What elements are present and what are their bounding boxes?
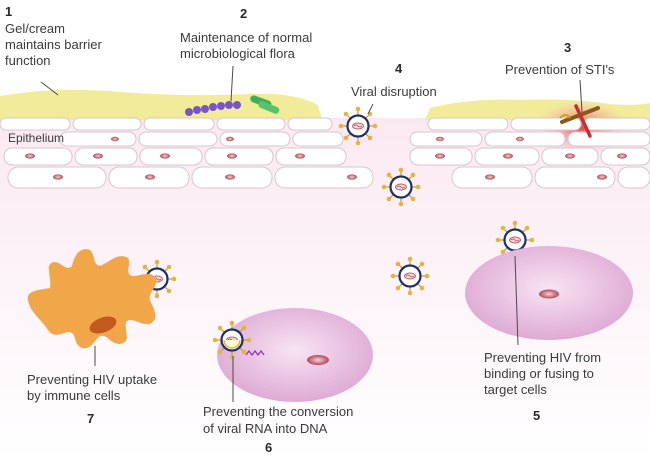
svg-text:1: 1 [5, 4, 12, 19]
target-cell-nucleus [539, 289, 559, 299]
label-6: Preventing the conversion of viral RNA i… [203, 404, 353, 455]
svg-text:Prevention of STI's: Prevention of STI's [505, 62, 615, 77]
epithelium-cells [0, 117, 650, 189]
epithelium-label: Epithelium [8, 131, 64, 145]
label-1: 1 Gel/cream maintains barrier function [5, 4, 102, 68]
label-4: 4 Viral disruption [351, 61, 437, 99]
virus-icon-lower [389, 255, 431, 297]
svg-text:5: 5 [533, 408, 540, 423]
label-3: 3 Prevention of STI's [505, 40, 615, 77]
svg-text:Maintenance of normal: Maintenance of normal [180, 30, 312, 45]
infected-cell [217, 308, 373, 402]
svg-text:maintains barrier: maintains barrier [5, 37, 102, 52]
immune-cell-nucleus [89, 316, 117, 334]
svg-text:6: 6 [265, 440, 272, 455]
svg-text:Viral disruption: Viral disruption [351, 84, 437, 99]
label-2: 2 Maintenance of normal microbiological … [180, 6, 312, 61]
svg-text:Preventing the conversion: Preventing the conversion [203, 404, 353, 419]
svg-text:by immune cells: by immune cells [27, 388, 121, 403]
flora-rods-icon [250, 95, 280, 114]
svg-text:target cells: target cells [484, 382, 547, 397]
svg-text:4: 4 [395, 61, 403, 76]
virus-icon-mid [380, 166, 422, 208]
svg-text:Preventing HIV from: Preventing HIV from [484, 350, 601, 365]
virus-disruption-icon [337, 105, 379, 147]
infected-cell-nucleus [307, 355, 329, 365]
viral-rna-strand-icon [245, 349, 265, 357]
svg-text:function: function [5, 53, 51, 68]
flora-chain-icon [185, 101, 241, 116]
svg-text:microbiological flora: microbiological flora [180, 46, 296, 61]
label-7: Preventing HIV uptake by immune cells 7 [27, 372, 157, 426]
virus-entering-icon [211, 319, 253, 361]
svg-text:2: 2 [240, 6, 247, 21]
label-5: Preventing HIV from binding or fusing to… [484, 350, 601, 423]
epithelium-nuclei [25, 136, 627, 180]
svg-text:of viral RNA into DNA: of viral RNA into DNA [203, 421, 328, 436]
svg-text:Preventing HIV uptake: Preventing HIV uptake [27, 372, 157, 387]
leader-lines [40, 65, 583, 402]
svg-text:Gel/cream: Gel/cream [5, 21, 65, 36]
gel-layer-left [0, 89, 322, 120]
immune-cell [27, 249, 157, 349]
sti-pathogen-icon [559, 104, 600, 138]
svg-text:binding or fusing to: binding or fusing to [484, 366, 594, 381]
svg-text:3: 3 [564, 40, 571, 55]
svg-text:7: 7 [87, 411, 94, 426]
